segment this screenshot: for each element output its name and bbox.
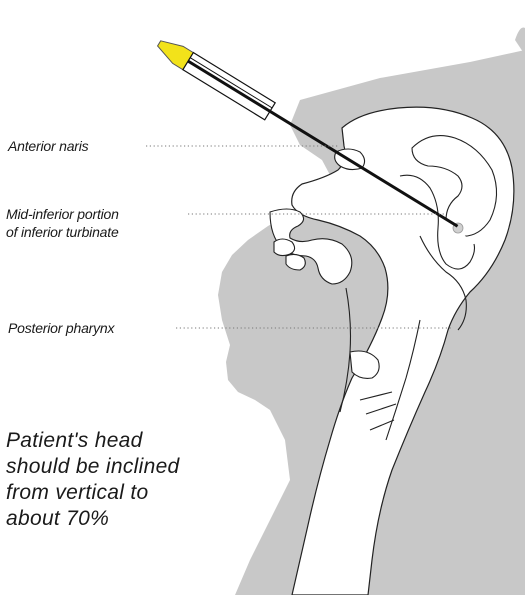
- head-top-bump: [515, 28, 525, 56]
- note-line-3: from vertical to: [6, 480, 266, 506]
- label-anterior-naris: Anterior naris: [8, 137, 88, 155]
- swab-handle-inner-line: [190, 58, 272, 108]
- note-line-2: should be inclined: [6, 454, 266, 480]
- head-inclination-note: Patient's head should be inclined from v…: [6, 428, 266, 532]
- lip-fold-2: [286, 254, 305, 270]
- label-turbinate-line1: Mid-inferior portion: [6, 205, 119, 223]
- lip-fold-1: [274, 239, 295, 256]
- label-turbinate-line2: of inferior turbinate: [6, 223, 119, 241]
- note-line-4: about 70%: [6, 506, 266, 532]
- note-line-1: Patient's head: [6, 428, 266, 454]
- label-posterior-pharynx: Posterior pharynx: [8, 319, 114, 337]
